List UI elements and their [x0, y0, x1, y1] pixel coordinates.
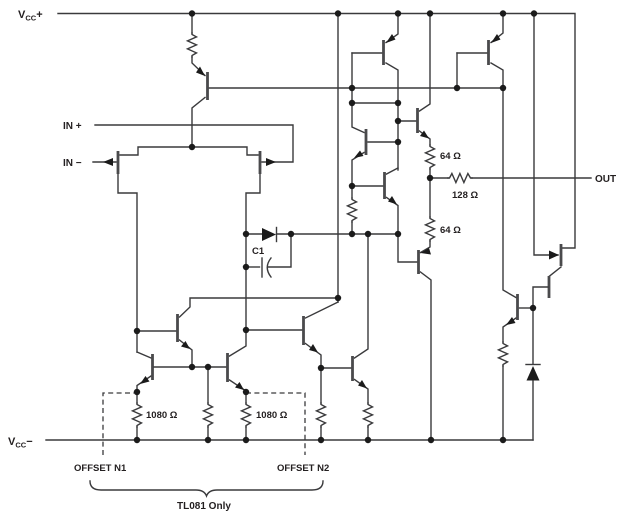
pin-label-out: OUT [595, 174, 616, 185]
in-minus-gate-arrow [103, 158, 113, 166]
label-r64-lower: 64 Ω [440, 225, 461, 236]
tl081-only-brace [89, 480, 324, 498]
pin-label-in-plus: IN + [63, 121, 82, 132]
label-r64-upper: 64 Ω [440, 151, 461, 162]
current-source-q1 [185, 12, 209, 148]
power-rails [45, 12, 576, 441]
label-r128: 128 Ω [452, 190, 478, 201]
resistor-64-upper [423, 144, 437, 170]
resistor-stage [345, 197, 359, 223]
junction-dots [133, 10, 538, 444]
resistor-1080-left [130, 402, 144, 428]
compensation-network [245, 226, 399, 278]
label-c1: C1 [252, 246, 265, 257]
label-r1080-right: 1080 Ω [256, 410, 288, 421]
capacitor-c1-plate-curved [266, 257, 272, 278]
top-pnp-mirror [351, 12, 504, 104]
offset-n2-dashed-link [246, 392, 306, 455]
resistor-64-lower [423, 216, 437, 242]
in-plus-gate-arrow [266, 158, 276, 166]
label-r1080-left: 1080 Ω [146, 410, 178, 421]
pin-label-offset-n1: OFFSET N1 [74, 463, 127, 474]
pin-label-vcc-plus: VCC+ [18, 9, 43, 23]
output-ladder [397, 144, 592, 441]
second-stage [345, 12, 431, 235]
offset-null-network [89, 392, 324, 498]
pin-label-offset-n2: OFFSET N2 [277, 463, 329, 474]
diode-d2 [526, 366, 540, 381]
lower-gain-stage [245, 12, 375, 441]
resistor-1080-right [239, 402, 253, 428]
diode-d1 [262, 228, 276, 241]
output-stage-right [496, 12, 563, 441]
pin-label-vcc-minus: VCC− [8, 436, 33, 450]
note-tl081-only: TL081 Only [177, 501, 231, 512]
pin-label-in-minus: IN − [63, 158, 82, 169]
offset-n1-dashed-link [102, 392, 137, 455]
resistor-128 [447, 171, 473, 185]
resistor-bias [185, 32, 199, 58]
